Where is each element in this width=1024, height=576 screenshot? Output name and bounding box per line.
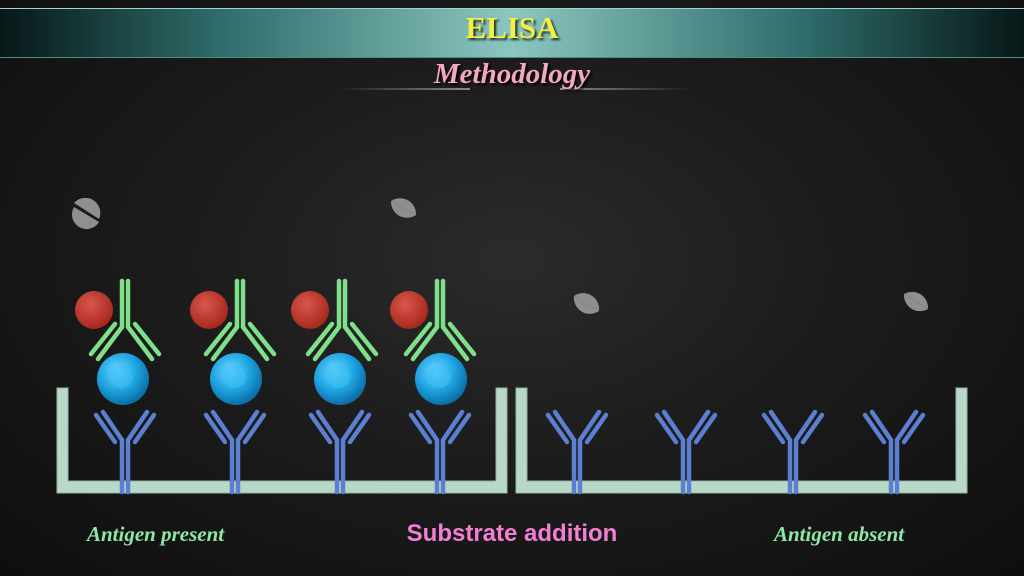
capture-antibody-icon <box>311 412 369 492</box>
well-right <box>515 387 968 494</box>
substrate-icon <box>573 296 599 314</box>
caption-substrate-addition: Substrate addition <box>406 520 618 547</box>
capture-antibody-icon <box>764 412 822 492</box>
substrate-icon <box>574 293 600 311</box>
enzyme-icon <box>75 291 113 329</box>
caption-antigen-present: Antigen present <box>87 522 225 546</box>
capture-antibody-icon <box>657 412 715 492</box>
capture-antibody-icon <box>548 412 606 492</box>
substrate-icon <box>903 294 928 312</box>
capture-antibody-icon <box>96 412 154 492</box>
capture-antibody-icon <box>206 412 264 492</box>
caption-antigen-absent: Antigen absent <box>774 522 905 546</box>
capture-antibody-icon <box>411 412 469 492</box>
well-left <box>56 387 508 494</box>
page-title: ELISA <box>465 10 559 45</box>
enzyme-icon <box>190 291 228 329</box>
substrate-icon <box>390 201 416 218</box>
title-bar <box>0 8 1024 58</box>
page-subtitle: Methodology <box>433 58 591 90</box>
enzyme-icon <box>291 291 329 329</box>
substrate-icon <box>74 197 101 219</box>
subtitle-line-left <box>340 88 470 90</box>
enzyme-icon <box>390 291 428 329</box>
capture-antibody-icon <box>865 412 923 492</box>
subtitle-line-right <box>560 88 690 90</box>
substrate-icon <box>71 207 99 230</box>
substrate-icon <box>391 198 417 215</box>
substrate-icon <box>904 291 929 309</box>
